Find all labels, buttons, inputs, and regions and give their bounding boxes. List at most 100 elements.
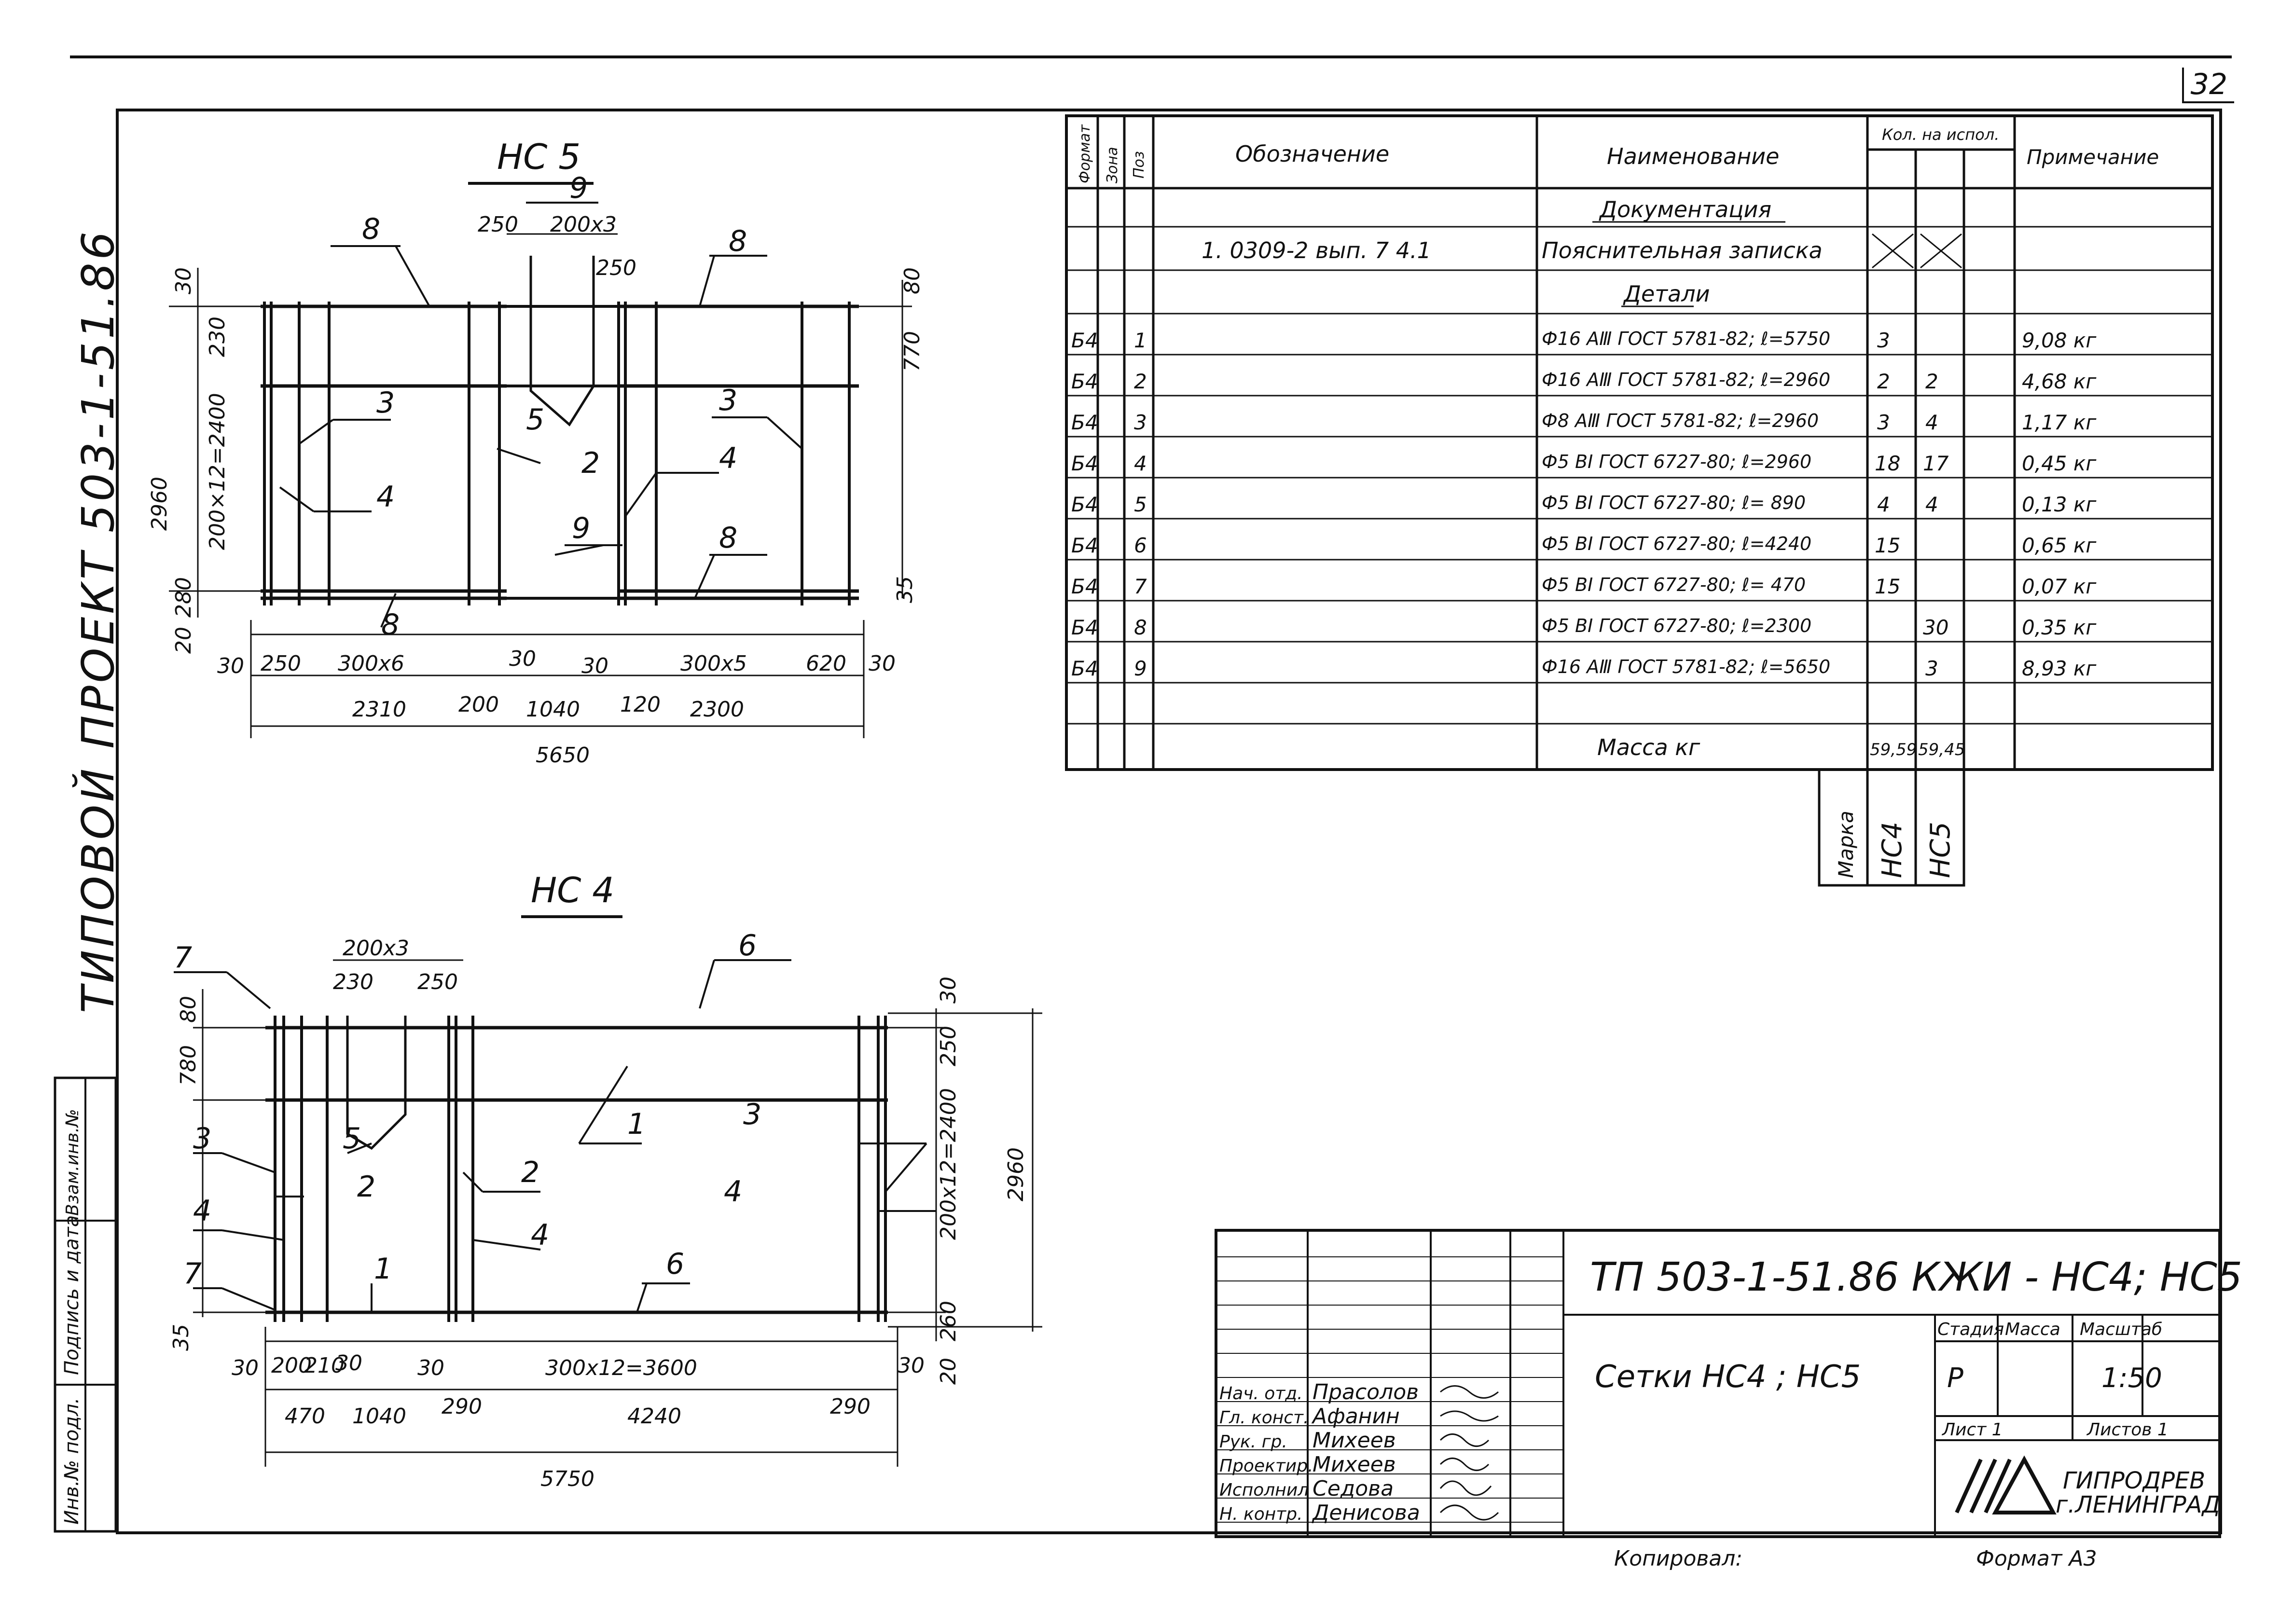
hc5-dim-770: 770: [900, 331, 925, 372]
hc4-callout-2a: 2: [357, 1170, 375, 1204]
hc4-dim-250b: 250: [936, 1026, 961, 1066]
title-stage-label: Стадия: [1937, 1320, 2004, 1339]
hc4-dim-200x3: 200x3: [343, 936, 409, 961]
spec-row-3: Б4 3 Ф8 АⅢ ГОСТ 5781-82; ℓ=2960 3 4 1,17…: [1071, 410, 2097, 434]
spec-row-lines: [1066, 226, 2212, 725]
svg-text:2: 2: [1877, 370, 1890, 393]
hc4-callout-1b: 1: [374, 1252, 392, 1286]
hc5-callouts: 8 9 8 3 4 5 2 9 3 4 8 8: [362, 171, 747, 642]
hc4-callout-1a: 1: [627, 1107, 646, 1141]
svg-text:7: 7: [1134, 575, 1147, 598]
hc4-dim-30a: 30: [232, 1356, 259, 1380]
hc5-left-panel: [261, 304, 507, 600]
top-trim-line: [70, 55, 2232, 58]
hc4-callouts: 7 6 3 5 2 1 3 2 4 4 4 6 7 1: [174, 929, 761, 1291]
hc4-dim-470: 470: [285, 1404, 325, 1429]
hc4-dim-30b: 30: [335, 1351, 362, 1376]
hc5-dims: 30 230 2960 200×12=2400 280 20 30 250 30…: [147, 212, 925, 768]
hc4-dim-300x12: 300x12=3600: [545, 1356, 697, 1380]
svg-text:18: 18: [1875, 452, 1900, 475]
spec-header-format: Формат: [1077, 124, 1093, 183]
hc4-dim-35: 35: [169, 1324, 193, 1351]
hc5-callout-4b: 4: [719, 441, 737, 475]
person-name-4: Михеев: [1313, 1452, 1396, 1477]
svg-text:Ф5 ВⅠ ГОСТ 6727-80; ℓ=4240: Ф5 ВⅠ ГОСТ 6727-80; ℓ=4240: [1542, 533, 1811, 554]
hc5-dim-2960: 2960: [147, 477, 172, 531]
title-format-label: Формат А3: [1976, 1546, 2097, 1571]
spec-section-parts: Детали: [1623, 281, 1710, 307]
hc5-dim-1040: 1040: [526, 697, 580, 722]
svg-text:6: 6: [1134, 534, 1147, 557]
title-stage: Р: [1947, 1363, 1963, 1394]
hc5-callout-2: 2: [581, 446, 600, 480]
svg-text:5: 5: [1134, 493, 1147, 516]
hc5-dim-250a: 250: [261, 651, 301, 676]
hc5-dim-5650: 5650: [536, 743, 590, 768]
spec-mass-q2: 59,45: [1918, 740, 1965, 759]
hc5-callout-3b: 3: [719, 384, 737, 417]
person-role-6: Н. контр.: [1219, 1504, 1303, 1524]
svg-text:0,35 кг: 0,35 кг: [2022, 616, 2097, 639]
svg-text:Ф8 АⅢ ГОСТ 5781-82; ℓ=2960: Ф8 АⅢ ГОСТ 5781-82; ℓ=2960: [1542, 410, 1819, 431]
hc5-dim-30c: 30: [509, 647, 536, 671]
signatures: [1439, 1385, 1499, 1521]
spec-marka-q2: НС5: [1925, 822, 1956, 878]
spec-header-designation: Обозначение: [1235, 141, 1389, 167]
drawing-hc5: НС 5: [147, 137, 925, 768]
hc4-callout-6b: 6: [666, 1247, 684, 1281]
title-org-line1: ГИПРОДРЕВ: [2063, 1467, 2205, 1494]
hc4-callout-4c: 4: [724, 1175, 742, 1209]
svg-text:Ф16 АⅢ ГОСТ 5781-82; ℓ=5750: Ф16 АⅢ ГОСТ 5781-82; ℓ=5750: [1542, 328, 1830, 349]
hc5-callout-3a: 3: [376, 386, 395, 420]
title-sheets-label: Листов 1: [2086, 1420, 2169, 1440]
hc4-dim-30e: 30: [936, 977, 961, 1004]
hc5-right-panel: [618, 304, 859, 600]
spec-rows: Б4 1 Ф16 АⅢ ГОСТ 5781-82; ℓ=5750 3 9,08 …: [1071, 328, 2097, 878]
hc4-dims: 200x3 230 250 80 780 35 30 200 210 30 30…: [169, 936, 1028, 1491]
hc4-callout-4b: 4: [531, 1218, 549, 1252]
title-project-code: ТП 503-1-51.86 КЖИ - НС4; НС5: [1590, 1254, 2242, 1300]
hc5-callout-8a: 8: [362, 212, 380, 246]
spec-header-pos: Поз: [1131, 151, 1147, 179]
svg-text:Б4: Б4: [1071, 493, 1098, 516]
side-stamp: Инв.№ подл. Подпись и дата Взам.инв.№: [54, 1076, 117, 1533]
hc4-dim-20: 20: [936, 1358, 961, 1385]
hc5-title: НС 5: [497, 137, 580, 177]
sheet-number: 32: [2182, 68, 2234, 103]
svg-text:3: 3: [1877, 411, 1890, 434]
svg-text:Б4: Б4: [1071, 452, 1098, 475]
hc4-callout-4a: 4: [193, 1194, 211, 1228]
svg-text:4: 4: [1877, 493, 1890, 516]
svg-text:Ф16 АⅢ ГОСТ 5781-82; ℓ=5650: Ф16 АⅢ ГОСТ 5781-82; ℓ=5650: [1542, 656, 1830, 677]
svg-text:Ф5 ВⅠ ГОСТ 6727-80; ℓ=2300: Ф5 ВⅠ ГОСТ 6727-80; ℓ=2300: [1542, 615, 1811, 636]
hc5-dim-20: 20: [171, 627, 196, 654]
person-role-4: Проектир.: [1219, 1456, 1313, 1476]
hc4-dim-5750: 5750: [540, 1467, 594, 1491]
hc4-dim-30c: 30: [417, 1356, 444, 1380]
svg-text:Б4: Б4: [1071, 575, 1098, 598]
spec-row-5: Б4 5 Ф5 ВⅠ ГОСТ 6727-80; ℓ= 890 4 4 0,13…: [1071, 492, 2097, 516]
hc5-dim-2400: 200×12=2400: [205, 393, 230, 550]
person-role-3: Рук. гр.: [1219, 1432, 1287, 1452]
hc5-dim-230: 230: [205, 317, 230, 357]
hc5-dim-620: 620: [806, 651, 846, 676]
svg-text:Б4: Б4: [1071, 616, 1098, 639]
svg-text:4: 4: [1925, 411, 1938, 434]
svg-text:0,07 кг: 0,07 кг: [2022, 575, 2097, 598]
svg-text:Ф5 ВⅠ ГОСТ 6727-80; ℓ=2960: Ф5 ВⅠ ГОСТ 6727-80; ℓ=2960: [1542, 451, 1811, 472]
hc5-dim-120: 120: [620, 692, 661, 717]
drawing-frame: [116, 109, 2222, 1534]
title-scale-label: Масштаб: [2080, 1320, 2162, 1339]
svg-text:Б4: Б4: [1071, 329, 1098, 352]
org-logo-icon: [1955, 1455, 2057, 1514]
title-sheet-name: Сетки НС4 ; НС5: [1595, 1359, 1861, 1395]
svg-text:Ф5 ВⅠ ГОСТ 6727-80; ℓ= 890: Ф5 ВⅠ ГОСТ 6727-80; ℓ= 890: [1542, 492, 1806, 513]
person-name-6: Денисова: [1312, 1500, 1420, 1525]
spec-row-1: Б4 1 Ф16 АⅢ ГОСТ 5781-82; ℓ=5750 3 9,08 …: [1071, 328, 2097, 352]
svg-text:Б4: Б4: [1071, 657, 1098, 680]
spec-table: Формат Зона Поз Обозначение Наименование…: [1065, 114, 2214, 887]
spec-row-7: Б4 7 Ф5 ВⅠ ГОСТ 6727-80; ℓ= 470 15 0,07 …: [1071, 574, 2097, 598]
svg-text:2: 2: [1925, 370, 1938, 393]
svg-text:1,17 кг: 1,17 кг: [2022, 411, 2097, 434]
hc5-callout-9b: 9: [572, 511, 590, 545]
